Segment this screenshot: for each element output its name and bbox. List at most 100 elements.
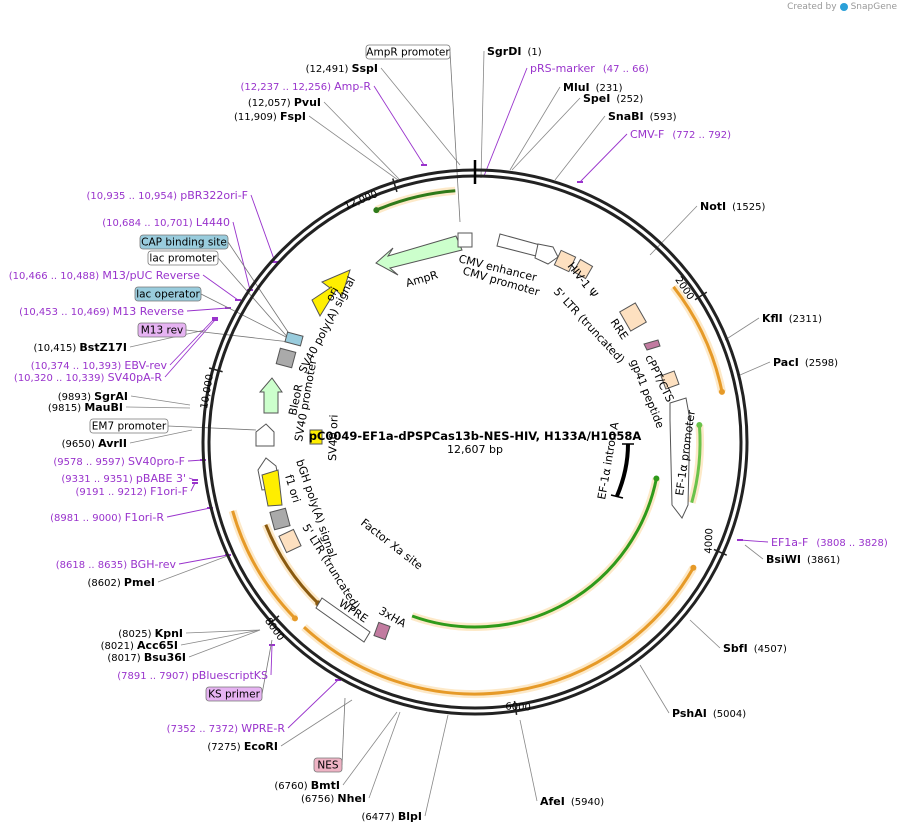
site-position: (8021) bbox=[101, 641, 137, 652]
primer-position: (7352 .. 7372) bbox=[167, 724, 242, 735]
primer-labels: pRS-marker(47 .. 66)CMV-F(772 .. 792)EF1… bbox=[9, 62, 888, 735]
site-label: SbfI(4507) bbox=[723, 642, 787, 655]
brown-feature bbox=[264, 524, 320, 605]
site-leader bbox=[129, 429, 193, 444]
primer-position: (772 .. 792) bbox=[672, 130, 731, 141]
primer-position: (8981 .. 9000) bbox=[50, 513, 125, 524]
site-name: PmeI bbox=[124, 576, 155, 589]
leader-lines bbox=[125, 50, 771, 817]
ori-label: ori bbox=[323, 285, 341, 304]
rre-box bbox=[619, 302, 647, 332]
site-name: NheI bbox=[337, 792, 366, 805]
green-feature-ampr-arrowhead bbox=[373, 207, 380, 214]
ampr-promoter-feature bbox=[457, 232, 473, 248]
primer-name: M13/pUC Reverse bbox=[102, 269, 200, 282]
ampr-promoter-box bbox=[365, 44, 451, 60]
site-label: (8017) Bsu36I bbox=[107, 651, 186, 664]
box-leader bbox=[227, 241, 293, 339]
tick-mark bbox=[392, 178, 398, 193]
primer-position: (10,466 .. 10,488) bbox=[9, 271, 103, 282]
primer-position: (10,935 .. 10,954) bbox=[87, 191, 181, 202]
primer-name: EBV-rev bbox=[124, 359, 167, 372]
lac-promoter-label: lac promoter bbox=[149, 253, 217, 265]
tick-label: 8000 bbox=[262, 616, 286, 643]
site-leader bbox=[125, 406, 191, 409]
outer-features bbox=[228, 186, 726, 698]
site-label: MluI(231) bbox=[563, 81, 623, 94]
primer-label: (9578 .. 9597) SV40pro-F bbox=[53, 455, 185, 468]
orange-feature-b bbox=[231, 510, 297, 620]
site-name: SbfI bbox=[723, 642, 748, 655]
site-label: (10,415) BstZ17I bbox=[33, 341, 127, 354]
site-position: (2598) bbox=[805, 358, 838, 369]
ks-primer-label: KS primer bbox=[208, 689, 260, 701]
primer-label: (10,453 .. 10,469) M13 Reverse bbox=[19, 305, 184, 318]
site-position: (3861) bbox=[807, 555, 840, 566]
primer-name: pRS-marker bbox=[530, 62, 595, 75]
green-feature-cas13b-arrowhead bbox=[653, 475, 660, 482]
hxha-box bbox=[373, 621, 391, 641]
site-leader bbox=[511, 97, 581, 171]
site-name: BstZ17I bbox=[79, 341, 127, 354]
inner-features bbox=[255, 232, 691, 643]
primer-label: (9191 .. 9212) F1ori-F bbox=[75, 485, 188, 498]
site-label: PacI(2598) bbox=[773, 356, 838, 369]
site-leader bbox=[724, 317, 760, 341]
site-position: (6756) bbox=[301, 794, 337, 805]
site-position: (8602) bbox=[87, 578, 123, 589]
site-position: (10,415) bbox=[33, 343, 79, 354]
site-position: (8017) bbox=[107, 653, 143, 664]
primer-name: L4440 bbox=[196, 216, 230, 229]
site-name: BlpI bbox=[398, 810, 422, 823]
site-position: (7275) bbox=[207, 742, 243, 753]
primer-label: (8981 .. 9000) F1ori-R bbox=[50, 511, 164, 524]
site-name: SpeI bbox=[583, 92, 610, 105]
primer-label: (12,237 .. 12,256) Amp-R bbox=[240, 80, 371, 93]
box-leader bbox=[185, 329, 291, 343]
orange-feature-cas13b-arrowhead bbox=[690, 564, 697, 571]
tick-label: 6000 bbox=[505, 702, 531, 714]
site-position: (593) bbox=[650, 112, 677, 123]
primer-leader bbox=[232, 221, 251, 291]
site-position: (1525) bbox=[732, 202, 765, 213]
primer-name: SV40pro-F bbox=[128, 455, 185, 468]
primer-position: (8618 .. 8635) bbox=[56, 560, 131, 571]
primer-leader bbox=[202, 274, 239, 301]
site-name: Acc65I bbox=[137, 639, 178, 652]
green-feature-b bbox=[690, 424, 702, 504]
primer-leader bbox=[250, 194, 276, 263]
ampr-label: AmpR bbox=[404, 268, 440, 290]
plasmid-name: pC0049-EF1a-dPSPCas13b-NES-HIV, H133A/H1… bbox=[309, 429, 642, 443]
green-feature-b-arrowhead bbox=[696, 421, 703, 428]
site-position: (6760) bbox=[274, 781, 310, 792]
created-by-label: Created by bbox=[787, 2, 837, 12]
site-label: NotI(1525) bbox=[700, 200, 765, 213]
site-label: AfeI(5940) bbox=[540, 795, 604, 808]
site-label: (8021) Acc65I bbox=[101, 639, 178, 652]
box-leader bbox=[167, 425, 257, 431]
ampr-feature bbox=[375, 235, 463, 276]
primer-leader bbox=[270, 644, 273, 676]
primer-position: (7891 .. 7907) bbox=[117, 671, 192, 682]
sv40-ori-label: SV40 ori bbox=[326, 414, 341, 461]
orange-feature-b-arrowhead bbox=[291, 615, 298, 622]
m13-rev-box bbox=[137, 322, 187, 338]
primer-label: (10,466 .. 10,488) M13/pUC Reverse bbox=[9, 269, 201, 282]
primer-name: F1ori-F bbox=[150, 485, 188, 498]
site-name: Bsu36I bbox=[144, 651, 186, 664]
orange-feature-cas13b bbox=[302, 566, 695, 696]
bleor-feature bbox=[258, 377, 283, 414]
ef1a-promoter-feature bbox=[669, 397, 691, 519]
site-leader bbox=[519, 719, 538, 802]
lac-operator-box bbox=[134, 286, 202, 302]
primer-name: pBABE 3' bbox=[136, 472, 186, 485]
primer-name: EF1a-F bbox=[771, 536, 808, 549]
site-leader bbox=[308, 115, 399, 181]
em7-promoter-box bbox=[89, 418, 169, 434]
primer-label: CMV-F(772 .. 792) bbox=[630, 128, 731, 141]
orange-feature-a-arrowhead bbox=[718, 388, 725, 395]
site-position: (9815) bbox=[48, 403, 84, 414]
site-leader bbox=[188, 629, 261, 658]
